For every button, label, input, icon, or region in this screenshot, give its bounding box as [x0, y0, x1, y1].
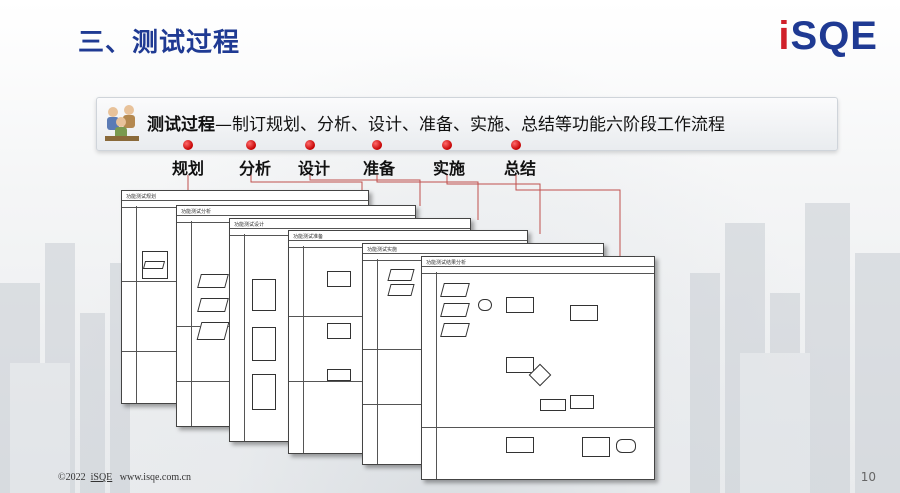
process-banner: 测试过程—制订规划、分析、设计、准备、实施、总结等功能六阶段工作流程: [96, 97, 838, 151]
phase-dot: [442, 140, 452, 150]
footer-copyright: ©2022 iSQE www.isqe.com.cn: [58, 472, 192, 483]
phase-label-plan: 规划: [172, 159, 205, 178]
phase-label-analyze: 分析: [239, 159, 272, 178]
slide-title: 三、测试过程: [78, 28, 241, 58]
people-meeting-icon: [105, 105, 139, 141]
phase-dot: [372, 140, 382, 150]
phase-label-execute: 实施: [433, 159, 466, 178]
phase-label-prepare: 准备: [363, 159, 396, 178]
phase-dot: [511, 140, 521, 150]
page-number: 10: [860, 470, 876, 484]
banner-text: 测试过程—制订规划、分析、设计、准备、实施、总结等功能六阶段工作流程: [147, 115, 725, 135]
phase-dot: [183, 140, 193, 150]
city-skyline-background: [0, 203, 900, 493]
phase-dot: [305, 140, 315, 150]
phase-label-design: 设计: [298, 159, 331, 178]
phase-dot: [246, 140, 256, 150]
isqe-logo: iSQE: [778, 14, 878, 58]
phase-label-summary: 总结: [504, 159, 537, 178]
document-result-analysis: 功能测试结果分析: [421, 256, 655, 480]
